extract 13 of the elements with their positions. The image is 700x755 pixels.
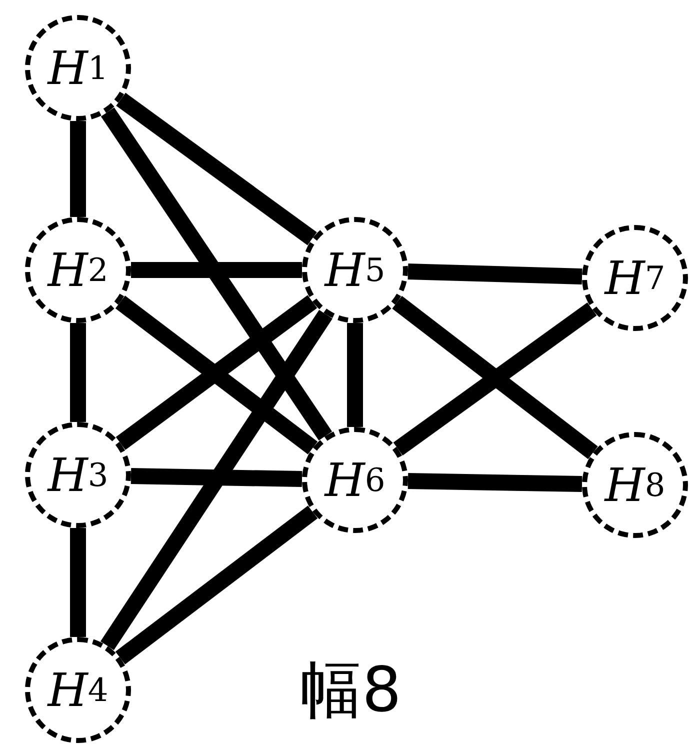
connector-line: [408, 264, 582, 284]
connector-line: [100, 310, 332, 650]
connector-line: [130, 468, 302, 488]
connector-line: [131, 262, 302, 278]
connector-line: [116, 92, 317, 246]
connector-line: [70, 323, 86, 422]
connector-line: [347, 323, 363, 427]
connector-line: [115, 506, 318, 664]
connector-line: [70, 121, 86, 217]
caption-text: 幅8: [300, 652, 402, 728]
connector-line: [408, 472, 582, 492]
connector-line: [70, 528, 86, 637]
connector-line: [100, 108, 332, 440]
